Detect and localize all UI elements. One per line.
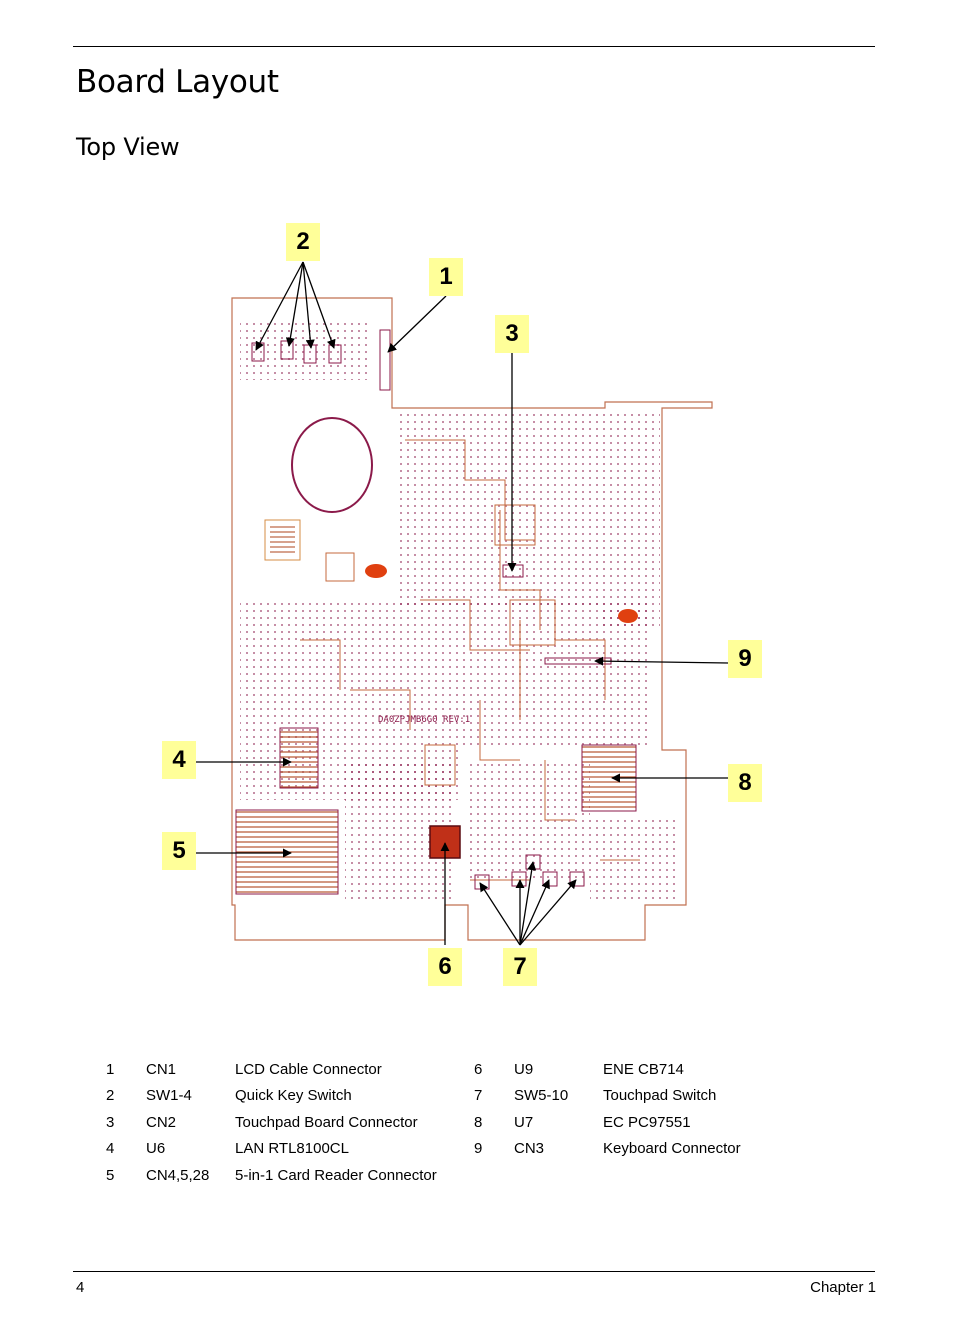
legend-row: 4 U6 LAN RTL8100CL 9 CN3 Keyboard Connector <box>96 1136 832 1163</box>
legend-num: 8 <box>474 1113 483 1131</box>
legend-ref <box>514 1162 603 1189</box>
footer-page-number: 4 <box>76 1279 85 1296</box>
legend-desc: Touchpad Board Connector <box>235 1113 418 1131</box>
callout-2: 2 <box>286 223 320 261</box>
battery-outline <box>291 417 373 513</box>
legend-ref: SW1-4 <box>146 1087 192 1105</box>
legend-num: 2 <box>106 1087 115 1105</box>
legend-num <box>464 1162 514 1189</box>
legend-ref: U9 <box>514 1060 534 1078</box>
board-components <box>240 320 680 900</box>
legend-desc: Keyboard Connector <box>603 1140 741 1158</box>
board-silkscreen: DA0ZPJMB6G0 REV:1 <box>378 715 470 725</box>
legend-desc: EC PC97551 <box>603 1113 691 1131</box>
top-rule <box>73 46 875 47</box>
callout-5: 5 <box>162 832 196 870</box>
callout-7: 7 <box>503 948 537 986</box>
callout-9: 9 <box>728 640 762 678</box>
legend-num: 4 <box>106 1140 115 1158</box>
component-legend: 1 CN1 LCD Cable Connector 6 U9 ENE CB714 2 SW1-… <box>96 1056 832 1189</box>
callout-3: 3 <box>495 315 529 353</box>
legend-ref: SW5-10 <box>514 1087 569 1105</box>
legend-desc <box>603 1162 832 1189</box>
legend-desc: Quick Key Switch <box>235 1087 352 1105</box>
legend-ref: CN1 <box>146 1060 177 1078</box>
legend-ref: U7 <box>514 1113 534 1131</box>
section-subtitle: Top View <box>76 133 180 161</box>
legend-row: 1 CN1 LCD Cable Connector 6 U9 ENE CB714 <box>96 1056 832 1083</box>
legend-num: 7 <box>474 1087 483 1105</box>
legend-desc: Touchpad Switch <box>603 1087 717 1105</box>
legend-desc: ENE CB714 <box>603 1060 684 1078</box>
legend-ref: CN4,5,28 <box>146 1166 210 1184</box>
legend-row: 5 CN4,5,28 5-in-1 Card Reader Connector <box>96 1162 832 1189</box>
callout-6: 6 <box>428 948 462 986</box>
callout-1: 1 <box>429 258 463 296</box>
legend-desc: LCD Cable Connector <box>235 1060 382 1078</box>
legend-desc: 5-in-1 Card Reader Connector <box>235 1166 437 1184</box>
legend-ref: U6 <box>146 1140 166 1158</box>
callout-4: 4 <box>162 741 196 779</box>
legend-row: 2 SW1-4 Quick Key Switch 7 SW5-10 Touchpad Sw… <box>96 1083 832 1110</box>
bottom-rule <box>73 1271 875 1272</box>
callout-8: 8 <box>728 764 762 802</box>
legend-num: 1 <box>106 1060 115 1078</box>
legend-desc: LAN RTL8100CL <box>235 1140 349 1158</box>
lcd-connector-shape <box>379 329 391 391</box>
legend-ref: CN3 <box>514 1140 545 1158</box>
legend-ref: CN2 <box>146 1113 177 1131</box>
footer-chapter: Chapter 1 <box>810 1279 876 1296</box>
legend-num: 9 <box>474 1140 483 1158</box>
legend-num: 6 <box>474 1060 483 1078</box>
legend-num: 5 <box>106 1166 115 1184</box>
callout-arrows <box>196 261 729 946</box>
lan-chip-shape <box>279 727 319 789</box>
legend-row: 3 CN2 Touchpad Board Connector 8 U7 EC PC9755… <box>96 1109 832 1136</box>
page-title: Board Layout <box>76 64 279 100</box>
legend-num: 3 <box>106 1113 115 1131</box>
card-reader-shape <box>235 809 339 895</box>
